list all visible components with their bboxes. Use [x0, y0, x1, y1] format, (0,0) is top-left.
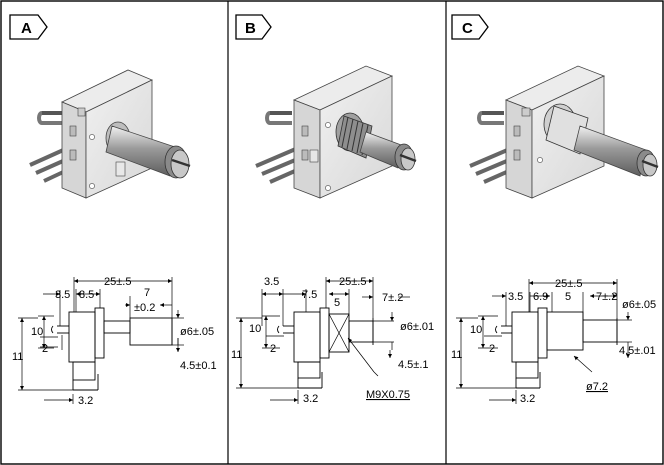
- panel-c-label: C: [462, 20, 473, 37]
- panel-a-label: A: [21, 20, 32, 37]
- dim-c-pin: 2: [489, 343, 495, 355]
- dim-b-pitch: 3.2: [303, 393, 318, 405]
- dim-c-d3: 5: [565, 291, 571, 303]
- dim-c-d2: 6.9: [533, 291, 548, 303]
- dim-a-shaft-dia: ø6±.05: [180, 326, 214, 338]
- potentiometer-c-illustration: [469, 65, 659, 199]
- dim-a-height: 10: [31, 326, 43, 338]
- dim-b-flat: 4.5±.1: [398, 359, 429, 371]
- dim-c-pitch: 3.2: [520, 393, 535, 405]
- dim-c-overall: 25±.5: [555, 278, 582, 290]
- panel-b-label: B: [245, 20, 256, 37]
- dim-b-pin: 2: [270, 343, 276, 355]
- dim-b-total-h: 11: [231, 349, 242, 361]
- dim-a-total-h: 11: [12, 351, 23, 363]
- dim-b-d1: 3.5: [264, 276, 279, 288]
- dim-c-d1: 3.5: [508, 291, 523, 303]
- dim-b-height: 10: [249, 323, 261, 335]
- panel-a-tag: A: [9, 14, 48, 40]
- potentiometer-a-illustration: [29, 69, 191, 199]
- potentiometer-b-illustration: [255, 65, 417, 199]
- dim-b-overall: 25±.5: [339, 276, 366, 288]
- dim-b-thread: M9X0.75: [366, 389, 410, 401]
- dim-a-pitch: 3.2: [78, 395, 93, 407]
- dim-c-flat: 4.5±.01: [619, 345, 656, 357]
- dim-a-d1: 3.5: [55, 289, 70, 301]
- panel-c: C: [451, 14, 659, 405]
- dim-c-total-h: 11: [451, 349, 462, 361]
- dim-b-shaft-dia: ø6±.01: [400, 321, 434, 333]
- panel-a: A: [9, 14, 217, 407]
- panel-b: B: [231, 14, 434, 405]
- dimension-drawing-c: 25±.5 3.5 6.9 5 7±.2 ø6±.05 4.5±.01 ø7.: [451, 278, 656, 405]
- dimension-drawing-b: 25±.5 3.5 7.5 5 7±.2 ø6±.01 4.5±.1: [231, 276, 434, 405]
- dim-a-flat: 4.5±0.1: [180, 360, 217, 372]
- panel-b-tag: B: [235, 14, 272, 40]
- dimension-drawing-a: 25±.5 3.5 8.5 7 ±0.2 ø6±.05 4.5±0.1: [12, 276, 217, 407]
- dim-a-shaft-tol: ±0.2: [134, 302, 155, 314]
- dim-c-shaft-len: 7±.2: [596, 291, 617, 303]
- dim-c-bushing: ø7.2: [586, 381, 608, 393]
- dim-c-height: 10: [470, 324, 482, 336]
- dim-a-d2: 8.5: [79, 289, 94, 301]
- dim-b-shaft-len: 7±.2: [382, 292, 403, 304]
- dim-c-shaft-dia: ø6±.05: [622, 299, 656, 311]
- panel-c-tag: C: [451, 14, 489, 40]
- dim-a-shaft-len: 7: [144, 287, 150, 299]
- dim-a-pin: 2: [42, 343, 48, 355]
- dim-a-overall: 25±.5: [104, 276, 131, 288]
- dim-b-d2: 7.5: [302, 289, 317, 301]
- dim-b-d3: 5: [334, 297, 340, 309]
